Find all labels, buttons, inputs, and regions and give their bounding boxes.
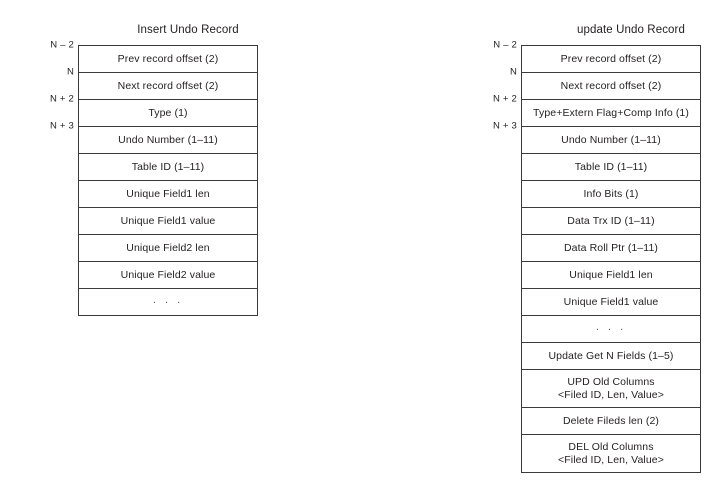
- record-field-label: Table ID (1–11): [574, 160, 648, 173]
- record-field-label: Unique Field2 value: [120, 268, 216, 281]
- record-table-insert: Prev record offset (2) Next record offse…: [78, 45, 258, 316]
- record-field-row: Undo Number (1–11): [79, 127, 257, 154]
- record-field-row: Undo Number (1–11): [522, 127, 700, 154]
- offset-label: N + 3: [50, 120, 74, 132]
- record-field-label-group: DEL Old Columns <Filed ID, Len, Value>: [558, 441, 664, 467]
- offset-label: N: [66, 66, 74, 78]
- record-field-label: Data Roll Ptr (1–11): [563, 241, 658, 254]
- record-field-row: Unique Field1 len: [79, 181, 257, 208]
- record-field-row: Next record offset (2): [522, 73, 700, 100]
- record-field-row: Data Trx ID (1–11): [522, 208, 700, 235]
- record-field-row: Next record offset (2): [79, 73, 257, 100]
- record-field-row: Unique Field2 value: [79, 262, 257, 289]
- record-field-sublabel: <Filed ID, Len, Value>: [558, 388, 664, 401]
- record-field-label: Prev record offset (2): [117, 52, 219, 65]
- offset-label: N + 3: [493, 120, 517, 132]
- record-field-label: Table ID (1–11): [131, 160, 205, 173]
- record-field-label: Unique Field1 value: [563, 295, 659, 308]
- record-table-update: Prev record offset (2) Next record offse…: [521, 45, 701, 473]
- offset-label: N: [509, 66, 517, 78]
- offset-labels-insert: N – 2 N N + 2 N + 3: [38, 40, 78, 316]
- offset-label: N + 2: [50, 93, 74, 105]
- panel-body-update: N – 2 N N + 2 N + 3 Prev record offset (…: [481, 40, 720, 473]
- record-field-label: Undo Number (1–11): [561, 133, 661, 146]
- panel-update-undo-record: update Undo Record N – 2 N N + 2 N + 3 P…: [481, 22, 720, 473]
- record-field-label: Next record offset (2): [560, 79, 662, 92]
- record-field-label: DEL Old Columns: [568, 440, 654, 453]
- record-field-label: Next record offset (2): [117, 79, 219, 92]
- record-field-label: Unique Field1 len: [569, 268, 653, 281]
- offset-label: N – 2: [493, 39, 517, 51]
- offset-label: N + 2: [493, 93, 517, 105]
- record-field-label: Info Bits (1): [583, 187, 639, 200]
- record-field-label: Prev record offset (2): [560, 52, 662, 65]
- ellipsis-label: . . .: [595, 321, 627, 333]
- record-field-row: Table ID (1–11): [79, 154, 257, 181]
- record-field-label: Unique Field2 len: [126, 241, 210, 254]
- offset-label: N – 2: [50, 39, 74, 51]
- record-continuation-row: . . .: [522, 316, 700, 343]
- record-field-label: Data Trx ID (1–11): [567, 214, 655, 227]
- record-field-label: Type (1): [148, 106, 188, 119]
- record-field-label: Update Get N Fields (1–5): [548, 349, 674, 362]
- record-field-row: Unique Field1 value: [79, 208, 257, 235]
- offset-labels-update: N – 2 N N + 2 N + 3: [481, 40, 521, 473]
- record-field-row: DEL Old Columns <Filed ID, Len, Value>: [522, 435, 700, 473]
- record-field-row: Prev record offset (2): [79, 46, 257, 73]
- panel-title-update: update Undo Record: [577, 24, 685, 36]
- record-field-label: Unique Field1 len: [126, 187, 210, 200]
- record-field-row: Delete Fileds len (2): [522, 408, 700, 435]
- record-field-row: Type (1): [79, 100, 257, 127]
- record-field-sublabel: <Filed ID, Len, Value>: [558, 453, 664, 466]
- record-field-row: Info Bits (1): [522, 181, 700, 208]
- panel-insert-undo-record: Insert Undo Record N – 2 N N + 2 N + 3 P…: [38, 22, 298, 316]
- record-field-row: Table ID (1–11): [522, 154, 700, 181]
- record-field-row: Unique Field1 len: [522, 262, 700, 289]
- record-field-label-group: UPD Old Columns <Filed ID, Len, Value>: [558, 376, 664, 402]
- record-field-label: UPD Old Columns: [567, 375, 655, 388]
- panel-title-insert: Insert Undo Record: [137, 24, 239, 36]
- panel-body-insert: N – 2 N N + 2 N + 3 Prev record offset (…: [38, 40, 298, 316]
- record-field-row: UPD Old Columns <Filed ID, Len, Value>: [522, 370, 700, 408]
- record-continuation-row: . . .: [79, 289, 257, 316]
- record-field-row: Unique Field1 value: [522, 289, 700, 316]
- record-field-row: Prev record offset (2): [522, 46, 700, 73]
- record-field-label: Type+Extern Flag+Comp Info (1): [533, 106, 689, 119]
- record-field-label: Undo Number (1–11): [118, 133, 218, 146]
- ellipsis-label: . . .: [152, 294, 184, 306]
- record-field-row: Update Get N Fields (1–5): [522, 343, 700, 370]
- record-field-row: Unique Field2 len: [79, 235, 257, 262]
- record-field-row: Data Roll Ptr (1–11): [522, 235, 700, 262]
- record-field-row: Type+Extern Flag+Comp Info (1): [522, 100, 700, 127]
- record-field-label: Delete Fileds len (2): [562, 414, 660, 427]
- record-field-label: Unique Field1 value: [120, 214, 216, 227]
